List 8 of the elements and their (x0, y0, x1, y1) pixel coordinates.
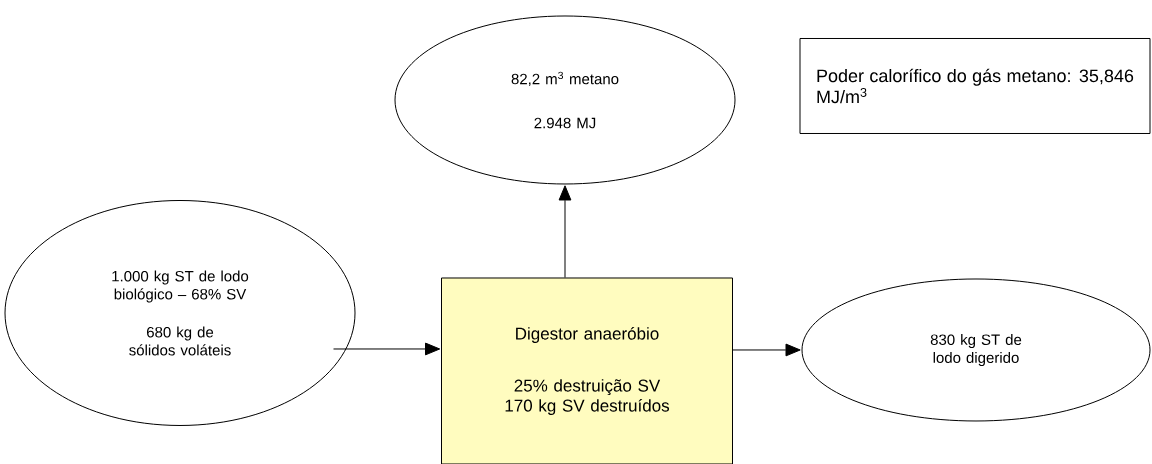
note-box: Poder calorífico do gás metano: 35,846 MJ/m$^{3}$ (799, 38, 1151, 134)
process-box: Digestor anaeróbio 25% destruição SV 170 kg SV destruídos (441, 277, 733, 464)
arrow (558, 185, 572, 278)
ellipse-node: 82,2 m$^{3}$ metano 2.948 MJ (394, 15, 736, 185)
arrow (333, 342, 441, 356)
ellipse-node: 830 kg ST de lodo digerido (801, 278, 1151, 422)
arrow (732, 343, 801, 357)
ellipse-node: 1.000 kg ST de lodo biológico – 68% SV 680 kg de sólidos voláteis (4, 200, 356, 426)
